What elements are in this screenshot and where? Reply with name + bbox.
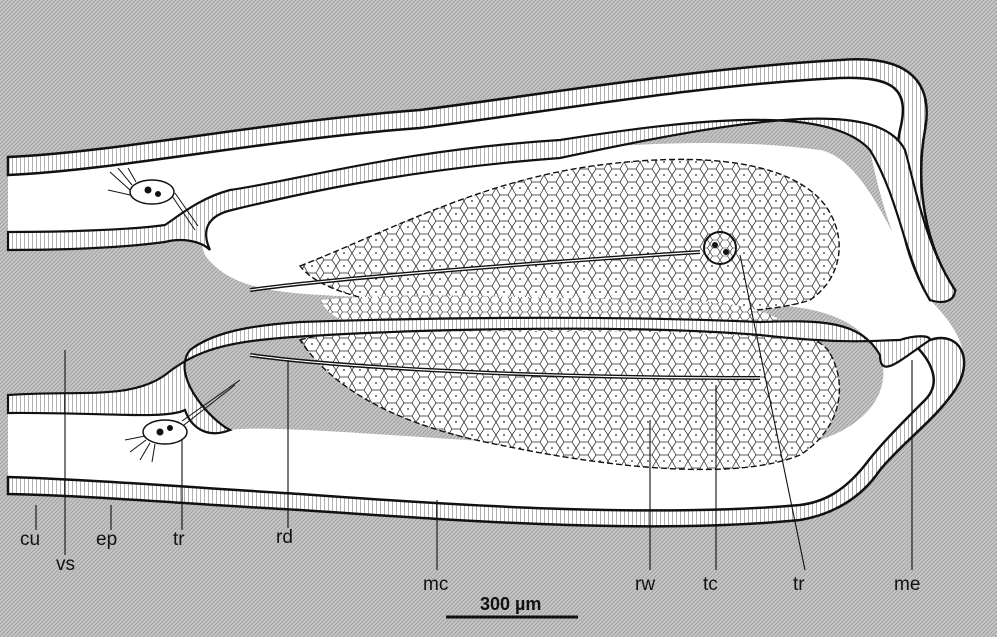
scale-bar-label: 300 µm	[480, 594, 541, 614]
label-me: me	[894, 574, 920, 595]
label-cu: cu	[20, 529, 40, 550]
label-ep: ep	[96, 529, 117, 550]
label-mc: mc	[423, 574, 448, 595]
terminal-cell-cluster	[704, 232, 736, 264]
label-tr-left: tr	[173, 529, 185, 550]
label-rw: rw	[635, 574, 655, 595]
label-rd: rd	[276, 527, 293, 548]
label-tr-right: tr	[793, 574, 805, 595]
terminal-cell-nucleus	[712, 242, 718, 248]
terminal-cell-nucleus	[723, 249, 729, 255]
label-vs: vs	[56, 554, 75, 575]
label-tc: tc	[703, 574, 718, 595]
